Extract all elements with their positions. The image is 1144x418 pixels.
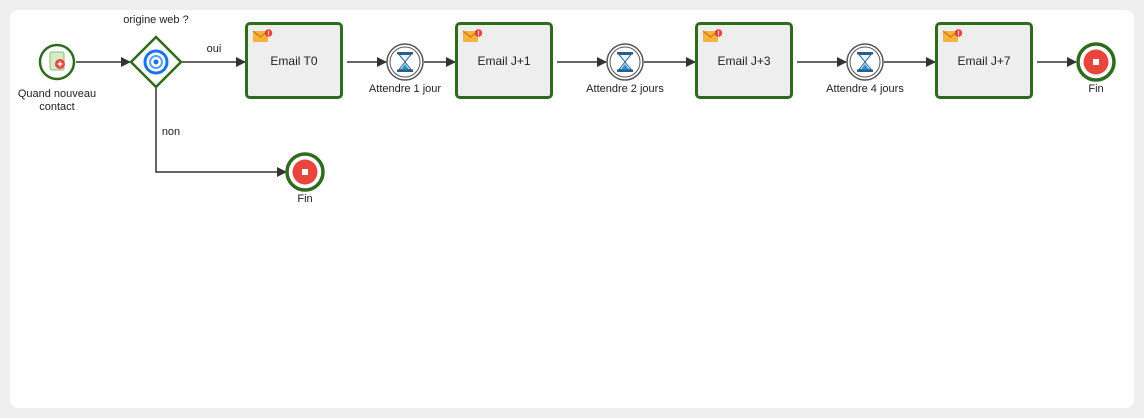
task-label: Email J+7 bbox=[957, 53, 1011, 68]
email-alert-icon bbox=[943, 29, 963, 42]
start-event[interactable] bbox=[38, 43, 76, 81]
end-label-main: Fin bbox=[1088, 83, 1104, 95]
wait-label-2: Attendre 2 jours bbox=[586, 83, 664, 95]
start-event-label: Quand nouveau contact bbox=[7, 88, 107, 114]
connector-gateway-end-no bbox=[155, 88, 287, 177]
email-task-j1[interactable]: Email J+1 bbox=[455, 22, 553, 99]
hourglass-icon bbox=[857, 52, 873, 72]
wait-event-1[interactable] bbox=[386, 43, 424, 81]
email-task-j3[interactable]: Email J+3 bbox=[695, 22, 793, 99]
stop-icon bbox=[302, 169, 308, 175]
hourglass-icon bbox=[397, 52, 413, 72]
end-event-branch[interactable] bbox=[285, 152, 325, 192]
wait-event-2[interactable] bbox=[606, 43, 644, 81]
stop-icon bbox=[1093, 59, 1099, 65]
email-task-t0[interactable]: Email T0 bbox=[245, 22, 343, 99]
connectors bbox=[76, 57, 1077, 177]
target-icon bbox=[143, 49, 169, 75]
start-label-line-1: Quand nouveau bbox=[17, 88, 97, 100]
end-event-main[interactable] bbox=[1076, 42, 1116, 82]
task-label: Email J+3 bbox=[717, 53, 771, 68]
hourglass-icon bbox=[617, 52, 633, 72]
start-label-line-2: contact bbox=[39, 101, 75, 113]
email-alert-icon bbox=[463, 29, 483, 42]
gateway-label: origine web ? bbox=[123, 14, 189, 26]
wait-label-1: Attendre 1 jour bbox=[368, 83, 442, 95]
branch-label-no: non bbox=[161, 126, 181, 138]
email-task-j7[interactable]: Email J+7 bbox=[935, 22, 1033, 99]
task-label: Email T0 bbox=[270, 53, 318, 68]
task-label: Email J+1 bbox=[477, 53, 531, 68]
wait-event-3[interactable] bbox=[846, 43, 884, 81]
gateway-origine-web[interactable] bbox=[129, 35, 183, 89]
wait-label-3: Attendre 4 jours bbox=[826, 83, 904, 95]
branch-label-yes: oui bbox=[206, 43, 222, 55]
email-alert-icon bbox=[703, 29, 723, 42]
email-alert-icon bbox=[253, 29, 273, 42]
end-label-branch: Fin bbox=[297, 193, 313, 205]
contact-add-icon bbox=[49, 51, 65, 71]
